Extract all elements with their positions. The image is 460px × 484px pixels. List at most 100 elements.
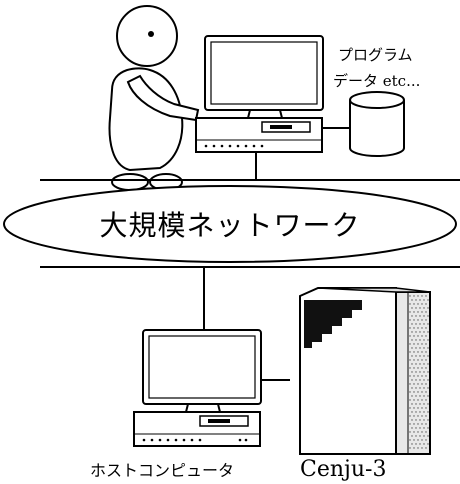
stipple-dot — [417, 439, 419, 441]
stipple-dot — [417, 423, 419, 425]
stipple-dot — [413, 295, 415, 297]
stipple-dot — [427, 299, 429, 301]
data-label-line1: プログラム — [338, 46, 413, 64]
stipple-dot — [415, 379, 417, 381]
stipple-dot — [409, 415, 411, 417]
stipple-dot — [415, 411, 417, 413]
stipple-dot — [423, 339, 425, 341]
stipple-dot — [425, 343, 427, 345]
stipple-dot — [425, 351, 427, 353]
stipple-dot — [427, 403, 429, 405]
stipple-dot — [409, 343, 411, 345]
stipple-dot — [423, 307, 425, 309]
cabinet-side — [395, 291, 431, 455]
stipple-dot — [419, 299, 421, 301]
stipple-dot — [411, 395, 413, 397]
stipple-dot — [427, 387, 429, 389]
stipple-dot — [419, 371, 421, 373]
stipple-dot — [411, 435, 413, 437]
stipple-dot — [415, 331, 417, 333]
stipple-dot — [419, 411, 421, 413]
stipple-dot — [413, 447, 415, 449]
stipple-dot — [409, 399, 411, 401]
stipple-dot — [419, 379, 421, 381]
cpu-host-slot — [208, 419, 230, 423]
stipple-dot — [427, 363, 429, 365]
stipple-dot — [427, 379, 429, 381]
stipple-dot — [425, 327, 427, 329]
stipple-dot — [423, 379, 425, 381]
stipple-dot — [423, 443, 425, 445]
stipple-dot — [409, 383, 411, 385]
stipple-dot — [417, 311, 419, 313]
stipple-dot — [423, 299, 425, 301]
stipple-dot — [417, 359, 419, 361]
stipple-dot — [419, 419, 421, 421]
stipple-dot — [427, 355, 429, 357]
monitor-host-screen — [148, 335, 256, 399]
cpu-top-slot — [270, 125, 292, 129]
stipple-dot — [417, 407, 419, 409]
stipple-dot — [413, 423, 415, 425]
stipple-dot — [427, 435, 429, 437]
stipple-dot — [413, 375, 415, 377]
stipple-dot — [415, 371, 417, 373]
stipple-dot — [415, 435, 417, 437]
data-label-line2: データ etc... — [333, 72, 420, 90]
stipple-dot — [423, 363, 425, 365]
stipple-dot — [425, 383, 427, 385]
stipple-dot — [421, 303, 423, 305]
stipple-dot — [411, 371, 413, 373]
stipple-dot — [421, 367, 423, 369]
stipple-dot — [415, 315, 417, 317]
stipple-dot — [417, 383, 419, 385]
server-label: Cenju-3 — [300, 457, 386, 482]
stipple-dot — [425, 407, 427, 409]
stipple-dot — [413, 351, 415, 353]
cenju3-cabinet — [299, 287, 431, 455]
stipple-dot — [421, 431, 423, 433]
stipple-dot — [411, 443, 413, 445]
stipple-dot — [409, 407, 411, 409]
stipple-dot — [423, 371, 425, 373]
stipple-dot — [417, 327, 419, 329]
stipple-dot — [425, 375, 427, 377]
network-label: 大規模ネットワーク — [99, 209, 360, 242]
stipple-dot — [425, 311, 427, 313]
stipple-dot — [419, 307, 421, 309]
stipple-dot — [409, 351, 411, 353]
stipple-dot — [423, 387, 425, 389]
stipple-dot — [417, 343, 419, 345]
stipple-dot — [425, 319, 427, 321]
stipple-dot — [409, 311, 411, 313]
user-eye — [148, 31, 154, 37]
stipple-dot — [421, 383, 423, 385]
stipple-dot — [427, 315, 429, 317]
stipple-dot — [421, 399, 423, 401]
stipple-dot — [409, 423, 411, 425]
stipple-dot — [415, 355, 417, 357]
stipple-dot — [423, 315, 425, 317]
cpu-top-vents — [204, 144, 264, 148]
stipple-dot — [423, 323, 425, 325]
stipple-dot — [425, 295, 427, 297]
stipple-dot — [421, 343, 423, 345]
stipple-dot — [411, 363, 413, 365]
stipple-dot — [425, 423, 427, 425]
stipple-dot — [413, 407, 415, 409]
stipple-dot — [413, 415, 415, 417]
stipple-dot — [421, 319, 423, 321]
monitor-top-stand — [246, 109, 284, 119]
host-computer — [133, 329, 262, 447]
stipple-dot — [409, 439, 411, 441]
stipple-dot — [417, 335, 419, 337]
stipple-dot — [425, 303, 427, 305]
stipple-dot — [409, 303, 411, 305]
stipple-dot — [409, 367, 411, 369]
stipple-dot — [419, 323, 421, 325]
stipple-dot — [427, 395, 429, 397]
stipple-dot — [411, 299, 413, 301]
stipple-dot — [413, 367, 415, 369]
stipple-dot — [421, 415, 423, 417]
